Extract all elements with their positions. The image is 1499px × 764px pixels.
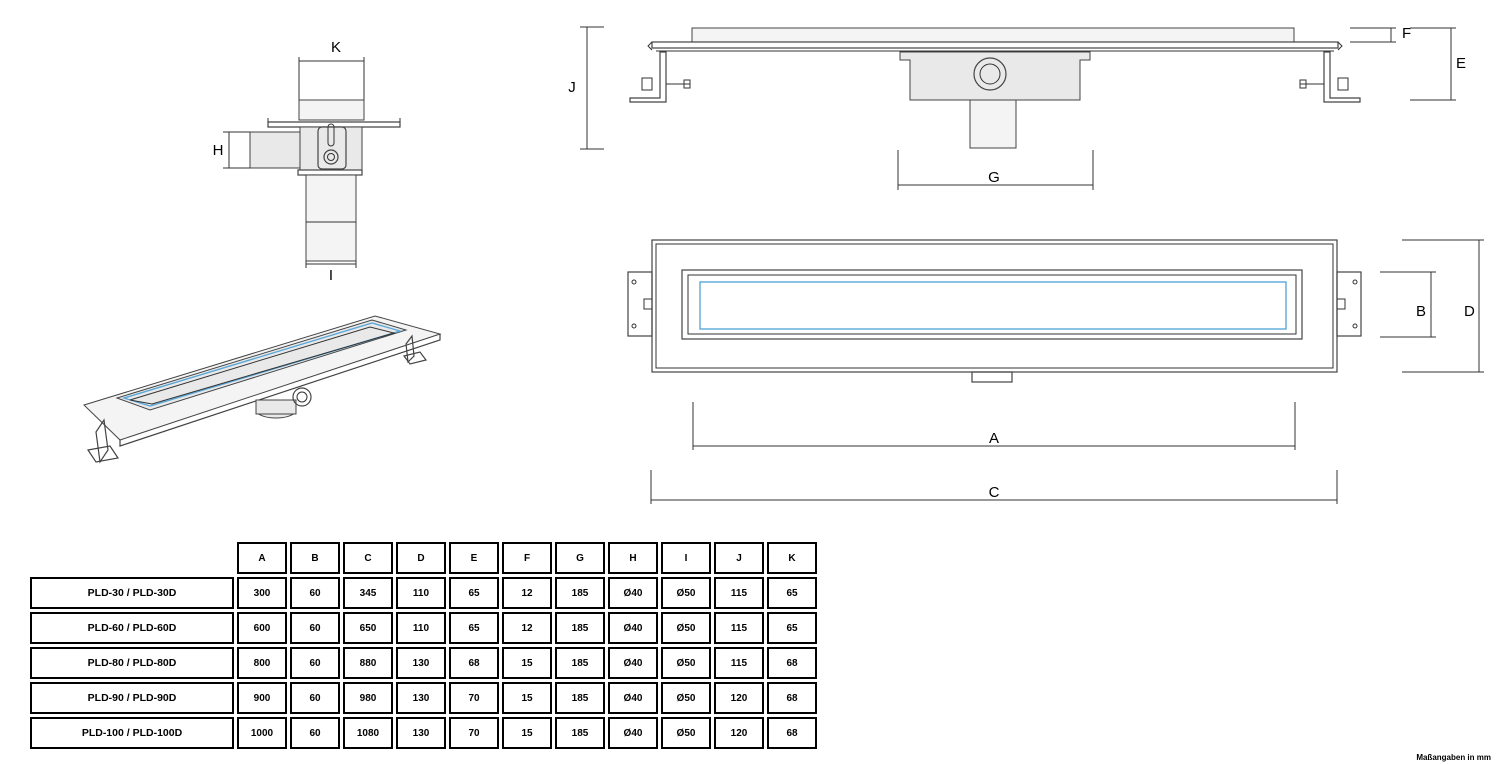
table-cell: Ø40 xyxy=(608,577,658,609)
table-cell: 600 xyxy=(237,612,287,644)
table-cell: 115 xyxy=(714,647,764,679)
plan-view: B D A C xyxy=(627,239,1484,504)
table-cell: 650 xyxy=(343,612,393,644)
table-cell: 110 xyxy=(396,612,446,644)
dim-label-j: J xyxy=(568,79,576,96)
table-cell: 65 xyxy=(767,577,817,609)
table-cell: 60 xyxy=(290,682,340,714)
table-cell: 185 xyxy=(555,717,605,749)
table-cell: Ø50 xyxy=(661,682,711,714)
table-cell: 120 xyxy=(714,717,764,749)
table-cell: 15 xyxy=(502,717,552,749)
column-header: H xyxy=(608,542,658,574)
dim-label-c: C xyxy=(989,484,1000,501)
table-header-row: A B C D E F G H I J K xyxy=(30,542,817,574)
table-cell: 185 xyxy=(555,577,605,609)
column-header: J xyxy=(714,542,764,574)
table-cell: 345 xyxy=(343,577,393,609)
table-cell: 60 xyxy=(290,612,340,644)
table-cell: 185 xyxy=(555,647,605,679)
side-view: K H I xyxy=(213,39,401,284)
column-header: K xyxy=(767,542,817,574)
dim-label-g: G xyxy=(988,169,1000,186)
table-row: PLD-60 / PLD-60D 600 60 650 110 65 12 18… xyxy=(30,612,817,644)
column-header: I xyxy=(661,542,711,574)
table-cell: 130 xyxy=(396,647,446,679)
table-cell: 65 xyxy=(449,577,499,609)
table-cell: 115 xyxy=(714,612,764,644)
table-cell: 68 xyxy=(767,682,817,714)
table-cell: 1000 xyxy=(237,717,287,749)
table-cell: 65 xyxy=(767,612,817,644)
table-row: PLD-100 / PLD-100D 1000 60 1080 130 70 1… xyxy=(30,717,817,749)
table-cell: 68 xyxy=(767,717,817,749)
table-cell: 980 xyxy=(343,682,393,714)
table-cell: 15 xyxy=(502,647,552,679)
model-name: PLD-90 / PLD-90D xyxy=(30,682,234,714)
table-cell: Ø50 xyxy=(661,577,711,609)
front-view: J F E G xyxy=(568,25,1466,190)
model-name: PLD-100 / PLD-100D xyxy=(30,717,234,749)
table-cell: Ø50 xyxy=(661,717,711,749)
table-cell: 70 xyxy=(449,717,499,749)
table-cell: 68 xyxy=(449,647,499,679)
table-row: PLD-80 / PLD-80D 800 60 880 130 68 15 18… xyxy=(30,647,817,679)
dimension-table: A B C D E F G H I J K PLD-30 / PLD-30D 3… xyxy=(27,539,820,752)
column-header: G xyxy=(555,542,605,574)
table-cell: Ø50 xyxy=(661,647,711,679)
model-name: PLD-80 / PLD-80D xyxy=(30,647,234,679)
table-row: PLD-30 / PLD-30D 300 60 345 110 65 12 18… xyxy=(30,577,817,609)
dim-label-f: F xyxy=(1402,25,1411,42)
dim-label-i: I xyxy=(329,267,333,284)
table-cell: 185 xyxy=(555,682,605,714)
column-header: E xyxy=(449,542,499,574)
table-cell: 185 xyxy=(555,612,605,644)
dim-label-a: A xyxy=(989,430,999,447)
table-cell: 12 xyxy=(502,612,552,644)
model-name: PLD-60 / PLD-60D xyxy=(30,612,234,644)
column-header: C xyxy=(343,542,393,574)
table-cell: 15 xyxy=(502,682,552,714)
table-cell: Ø40 xyxy=(608,647,658,679)
table-corner xyxy=(30,542,234,574)
column-header: B xyxy=(290,542,340,574)
table-cell: 60 xyxy=(290,577,340,609)
column-header: A xyxy=(237,542,287,574)
table-cell: 110 xyxy=(396,577,446,609)
table-cell: 800 xyxy=(237,647,287,679)
units-footnote: Maßangaben in mm xyxy=(1416,753,1491,762)
column-header: F xyxy=(502,542,552,574)
table-cell: Ø40 xyxy=(608,612,658,644)
dim-label-d: D xyxy=(1464,303,1475,320)
model-name: PLD-30 / PLD-30D xyxy=(30,577,234,609)
table-cell: 880 xyxy=(343,647,393,679)
table-cell: 130 xyxy=(396,682,446,714)
dim-label-h: H xyxy=(213,142,224,159)
table-cell: Ø50 xyxy=(661,612,711,644)
dim-label-b: B xyxy=(1416,303,1426,320)
table-cell: 115 xyxy=(714,577,764,609)
table-cell: Ø40 xyxy=(608,717,658,749)
table-cell: 120 xyxy=(714,682,764,714)
dim-label-e: E xyxy=(1456,55,1466,72)
technical-drawings: K H I xyxy=(83,25,1484,504)
table-cell: 68 xyxy=(767,647,817,679)
table-cell: 12 xyxy=(502,577,552,609)
isometric-view xyxy=(83,315,442,464)
table-cell: 60 xyxy=(290,647,340,679)
table-row: PLD-90 / PLD-90D 900 60 980 130 70 15 18… xyxy=(30,682,817,714)
table-cell: Ø40 xyxy=(608,682,658,714)
column-header: D xyxy=(396,542,446,574)
table-cell: 65 xyxy=(449,612,499,644)
table-cell: 300 xyxy=(237,577,287,609)
table-cell: 900 xyxy=(237,682,287,714)
table-cell: 1080 xyxy=(343,717,393,749)
table-cell: 70 xyxy=(449,682,499,714)
table-cell: 130 xyxy=(396,717,446,749)
table-cell: 60 xyxy=(290,717,340,749)
dim-label-k: K xyxy=(331,39,341,56)
